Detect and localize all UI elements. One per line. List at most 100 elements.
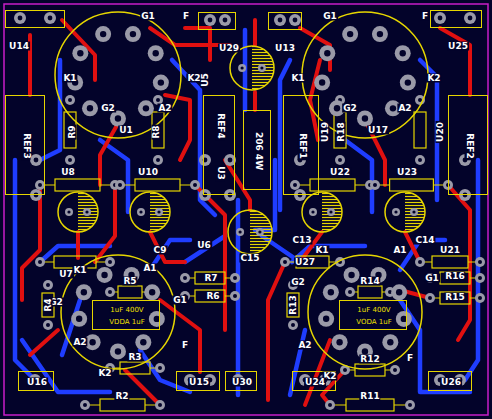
pad <box>35 180 45 190</box>
resistor-lead <box>85 404 160 405</box>
resistor-outline <box>55 179 100 191</box>
top-traces <box>22 20 470 405</box>
part-designator: R11 <box>359 392 380 401</box>
component-outline: U14 <box>5 10 65 28</box>
pad <box>199 189 211 201</box>
resistor-lead <box>345 369 395 370</box>
pad <box>138 100 154 116</box>
drill-hole <box>394 210 397 213</box>
top-trace <box>225 160 250 210</box>
drill-hole <box>478 276 482 280</box>
capacitor-outline <box>230 46 274 90</box>
drill-hole <box>396 289 402 295</box>
socket-ring <box>55 12 181 138</box>
capacitor-hatch <box>322 192 342 232</box>
part-label: REF1 <box>298 132 307 160</box>
drill-hole <box>362 115 368 121</box>
pad <box>280 257 290 267</box>
part-label: U13 <box>274 44 296 53</box>
capacitor-outline <box>130 192 170 232</box>
pad <box>258 64 266 72</box>
drill-hole <box>228 158 233 163</box>
resistor-outline <box>152 112 164 148</box>
pad <box>289 14 301 26</box>
drill-hole <box>323 316 329 322</box>
pin-label: G2 <box>100 104 116 113</box>
component-outline: 206 4W <box>243 110 271 190</box>
resistor-lead <box>375 184 448 185</box>
drill-hole <box>34 158 39 163</box>
pad <box>382 334 398 350</box>
capacitor-outline <box>385 192 425 232</box>
drill-hole <box>418 260 422 264</box>
pad <box>459 189 471 201</box>
part-label: U30 <box>231 378 253 387</box>
drill-hole <box>283 260 287 264</box>
part-label: 1uF 400V <box>109 307 144 314</box>
drill-hole <box>193 183 197 187</box>
socket-ring <box>308 255 422 369</box>
pad <box>345 287 355 297</box>
part-designator: R9 <box>68 124 77 139</box>
pad <box>65 155 75 165</box>
pad <box>153 155 163 165</box>
drill-hole <box>393 368 397 372</box>
capacitor-outline <box>302 192 342 232</box>
pad <box>342 26 358 42</box>
part-label: 206 4W <box>254 131 263 171</box>
pad <box>43 280 53 290</box>
pad <box>335 155 345 165</box>
pad <box>238 64 246 72</box>
resistor-outline <box>355 364 385 376</box>
capacitor-outline <box>228 210 272 254</box>
pin-label: F <box>182 12 190 21</box>
pad <box>153 75 169 91</box>
pad <box>149 311 165 327</box>
top-trace <box>440 28 470 95</box>
pad <box>155 208 163 216</box>
pad <box>294 189 306 201</box>
drill-hole <box>67 210 70 213</box>
pad <box>309 208 317 216</box>
capacitor-hatch <box>250 210 272 254</box>
pad <box>110 111 126 127</box>
component-outline: REF3 <box>5 95 45 195</box>
bottom-trace <box>40 60 60 160</box>
top-trace <box>150 232 185 262</box>
pin-label: A1 <box>392 246 407 255</box>
pad <box>144 284 160 300</box>
drill-hole <box>208 18 213 23</box>
drill-hole <box>348 290 352 294</box>
socket-outline <box>301 11 429 139</box>
top-trace <box>322 370 345 405</box>
pin-label: F <box>421 12 429 21</box>
part-designator: C15 <box>239 254 260 263</box>
part-designator: C13 <box>291 236 312 245</box>
drill-hole <box>143 105 149 111</box>
part-designator: U20 <box>436 121 445 143</box>
part-designator: U7 <box>58 270 74 279</box>
drill-hole <box>158 366 162 370</box>
pad <box>390 365 400 375</box>
pin-label: K1 <box>314 246 329 255</box>
top-trace <box>448 185 470 340</box>
drill-hole <box>158 403 162 407</box>
part-designator: R13 <box>289 294 298 315</box>
pad <box>274 14 286 26</box>
pad <box>72 45 88 61</box>
pad <box>65 208 73 216</box>
part-designator: C14 <box>414 236 435 245</box>
capacitor-hatch <box>252 46 274 90</box>
part-designator: R8 <box>152 124 161 139</box>
pin-label: G1 <box>322 12 338 21</box>
pad <box>332 334 348 350</box>
resistor-outline <box>195 290 225 302</box>
component-outline: U13 <box>268 12 302 30</box>
component-outline: REF1 <box>283 95 319 195</box>
drill-hole <box>343 368 347 372</box>
pin-label: A2 <box>72 338 87 347</box>
part-designator: R4 <box>44 297 53 312</box>
pin-label: G1 <box>140 12 156 21</box>
drill-hole <box>239 230 242 233</box>
pad <box>190 180 200 190</box>
